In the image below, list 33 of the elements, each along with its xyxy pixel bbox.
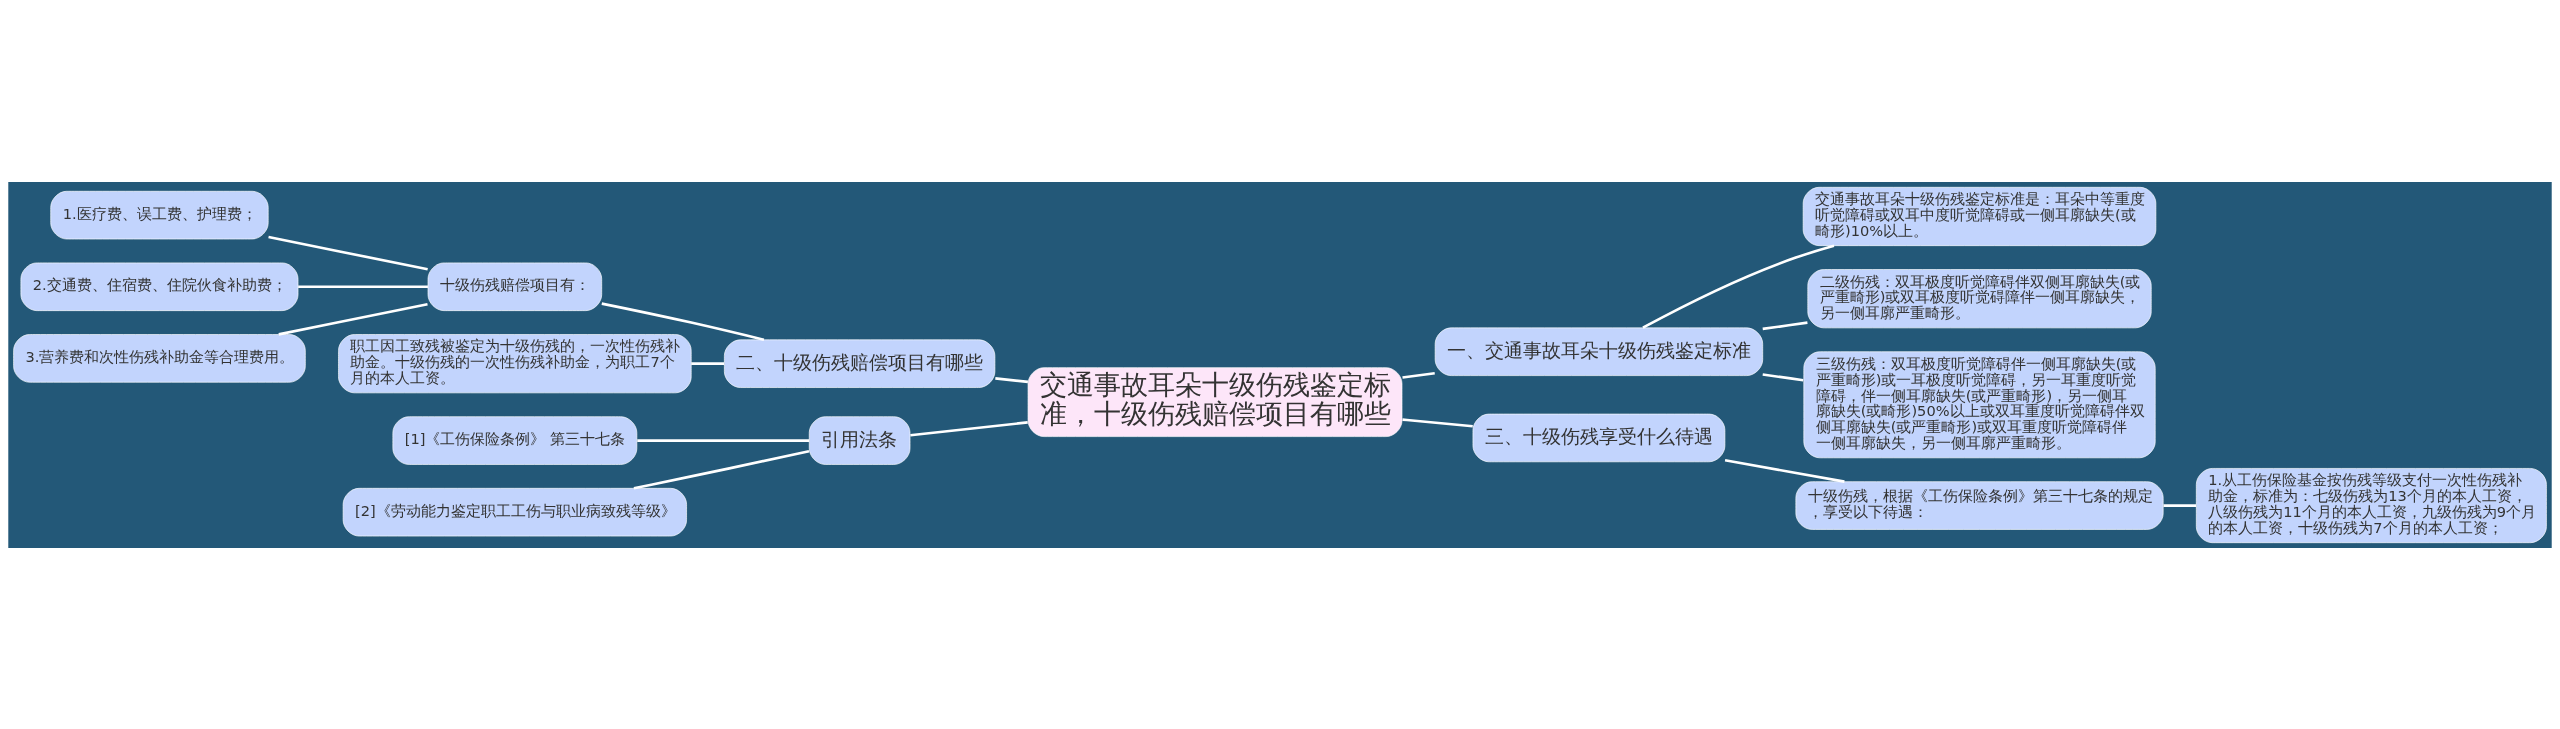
connector: [637, 438, 810, 442]
node-box: 交通事故耳朵十级伤残鉴定标准，十级伤残赔偿项目有哪些: [1027, 366, 1403, 437]
node-box: 交通事故耳朵十级伤残鉴定标准是：耳朵中等重度听觉障碍或双耳中度听觉障碍或一侧耳廓缺失(或畸形)10%以上。: [1802, 186, 2157, 246]
connector: [995, 376, 1029, 383]
connector: [1724, 458, 1845, 483]
connector: [601, 301, 765, 341]
node-box: 二、十级伤残赔偿项目有哪些: [724, 338, 996, 388]
connector: [1402, 417, 1473, 428]
node-box: 十级伤残赔偿项目有：: [427, 262, 603, 311]
connector: [691, 361, 725, 365]
node-box: [2]《劳动能力鉴定职工工伤与职业病致残等级》: [342, 487, 687, 536]
node-box: 二级伤残：双耳极度听觉障碍伴双侧耳廓缺失(或严重畸形)或双耳极度听觉碍障伴一侧耳廓缺失，另一侧耳廓严重畸形。: [1807, 268, 2152, 328]
connector: [268, 235, 428, 271]
node-box: [1]《工伤保险条例》 第三十七条: [392, 415, 638, 465]
node-box: 引用法条: [808, 415, 911, 465]
node-box: 十级伤残，根据《工伤保险条例》第三十七条的规定，享受以下待遇：: [1795, 480, 2164, 530]
connector: [1402, 371, 1435, 379]
node-box: 2.交通费、住宿费、住院伙食补助费；: [20, 262, 299, 311]
connector: [1642, 244, 1835, 329]
connector: [2163, 503, 2197, 507]
connector: [298, 284, 428, 288]
node-box: 1.医疗费、误工费、护理费；: [50, 190, 269, 239]
node-box: 职工因工致残被鉴定为十级伤残的，一次性伤残补助金。十级伤残的一次性伤残补助金，为职工7个月的本人工资。: [338, 333, 692, 393]
node-box: 三级伤残：双耳极度听觉障碍伴一侧耳廓缺失(或严重畸形)或一耳极度听觉障碍，另一耳重度听觉障碍，伴一侧耳廓缺失(或严重畸形)，另一侧耳廓缺失(或畸形)50%以上或双耳重度听觉障碍伴双侧耳廓缺失(或严重畸形)或双耳重度听觉障碍伴一侧耳廓缺失，另一侧耳廓严重畸形。: [1803, 350, 2156, 458]
node-box: 一、交通事故耳朵十级伤残鉴定标准: [1434, 327, 1764, 376]
connector: [910, 420, 1028, 436]
connector: [1762, 372, 1804, 382]
connector: [278, 302, 428, 336]
connector: [633, 449, 810, 490]
node-box: 1.从工伤保险基金按伤残等级支付一次性伤残补助金，标准为：七级伤残为13个月的本人工资，八级伤残为11个月的本人工资，九级伤残为9个月的本人工资，十级伤残为7个月的本人工资；: [2196, 467, 2547, 543]
node-box: 3.营养费和次性伤残补助金等合理费用。: [13, 333, 306, 383]
connector: [1762, 320, 1808, 330]
node-box: 三、十级伤残享受什么待遇: [1472, 413, 1726, 462]
